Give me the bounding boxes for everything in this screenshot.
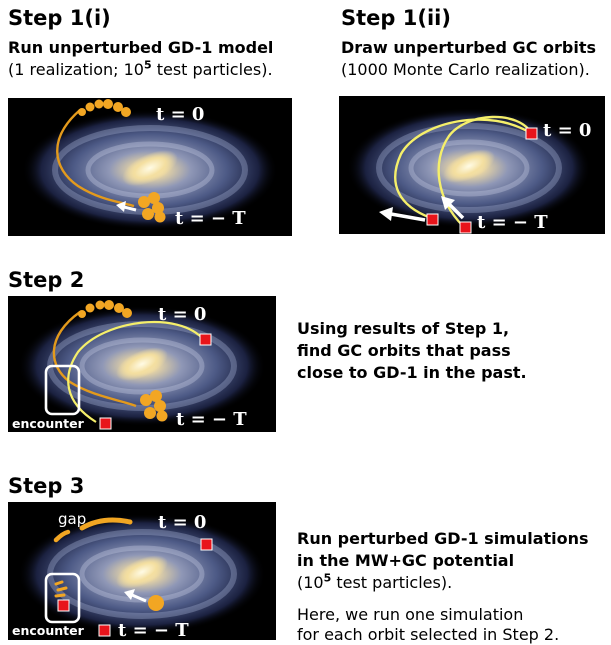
step3-t0-label: t = 0 (158, 512, 206, 533)
perturbed-stream (53, 517, 133, 543)
step1i-tT-label: t = − T (175, 208, 246, 229)
step2-desc-line-1: Using results of Step 1, (297, 319, 510, 338)
step1i-panel: t = 0 t = − T (8, 98, 292, 236)
step3-desc-more-2: for each orbit selected in Step 2. (297, 625, 560, 644)
step1i-t0-label: t = 0 (156, 104, 204, 125)
step3-encounter-label: encounter (12, 623, 85, 638)
step1ii-panel: t = 0 t = − T (339, 96, 605, 234)
step3-desc-particles: (105 test particles). (297, 572, 452, 593)
gc-marker-past (99, 417, 112, 430)
gd1-progenitor-past (140, 390, 168, 422)
step1i-note: (1 realization; 105 test particles). (8, 60, 273, 80)
gc-marker-past-b (459, 221, 472, 234)
step1i-note-sup: 5 (143, 58, 152, 72)
gc-marker-today (525, 127, 538, 140)
encounter-box (44, 572, 81, 624)
step3-desc-bold-2: in the MW+GC potential (297, 551, 515, 570)
gc-orbit-path (67, 321, 205, 423)
gc-orbit-a (394, 118, 533, 220)
gc-marker-past-a (426, 213, 439, 226)
galaxy-image (22, 110, 278, 230)
step3-title: Step 3 (8, 474, 85, 498)
backward-arrow-a (379, 207, 426, 222)
step1ii-subtitle: Draw unperturbed GC orbits (341, 38, 596, 57)
gc-marker-encounter (57, 599, 70, 612)
gc-marker-today (199, 333, 212, 346)
encounter-debris (54, 580, 68, 598)
step2-tT-label: t = − T (176, 409, 247, 430)
step3-desc-more-1: Here, we run one simulation (297, 605, 524, 624)
step1ii-tT-label: t = − T (477, 212, 548, 233)
gd1-stream-today (78, 99, 131, 117)
gc-marker-today (200, 538, 213, 551)
step2-t0-label: t = 0 (158, 304, 206, 325)
backward-arrow (124, 589, 147, 603)
gd1-progenitor-past (148, 595, 164, 611)
gd1-progenitor-past (138, 192, 166, 223)
step3-desc-pre: (10 (297, 573, 324, 592)
backward-arrow (116, 201, 137, 212)
step3-panel: gap encounter t = 0 t = − T (8, 502, 276, 640)
step1i-note-pre: (1 realization; 10 (8, 60, 144, 79)
gd1-orbit-path (56, 109, 135, 208)
step3-desc-bold-1: Run perturbed GD-1 simulations (297, 529, 589, 548)
step3-tT-label: t = − T (118, 620, 189, 640)
step3-gap-label: gap (58, 510, 86, 528)
gc-marker-past (98, 624, 111, 637)
step2-title: Step 2 (8, 268, 85, 292)
step1ii-t0-label: t = 0 (543, 120, 591, 141)
step3-desc-sup: 5 (323, 571, 332, 585)
step2-desc-line-3: close to GD-1 in the past. (297, 363, 527, 382)
step1i-subtitle: Run unperturbed GD-1 model (8, 38, 274, 57)
step2-encounter-label: encounter (12, 416, 85, 431)
step1i-title: Step 1(i) (8, 6, 111, 30)
step3-desc-post: test particles). (331, 573, 453, 592)
step1ii-note: (1000 Monte Carlo realization). (341, 60, 590, 79)
encounter-box (44, 364, 81, 416)
step1ii-title: Step 1(ii) (341, 6, 451, 30)
gd1-orbit-path (52, 311, 137, 408)
step2-desc-line-2: find GC orbits that pass (297, 341, 511, 360)
gd1-stream-today (78, 300, 132, 318)
step1i-note-post: test particles). (151, 60, 273, 79)
step2-panel: encounter t = 0 t = − T (8, 296, 276, 432)
backward-arrow-b (441, 196, 465, 220)
